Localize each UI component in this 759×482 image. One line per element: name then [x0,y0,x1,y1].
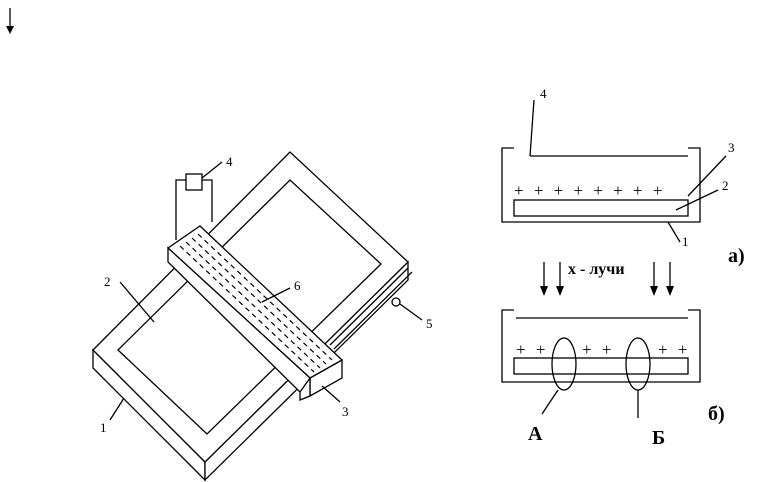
layer-b [513,357,689,375]
device-drawing [92,151,423,482]
region-b-label: Б [652,427,665,449]
roller-5 [391,297,401,307]
charges-b-left: + + [516,340,548,359]
label-2-left: 2 [104,274,111,289]
label-4-left: 4 [226,154,233,169]
dashed-lines [179,233,333,373]
caption-b: б) [708,403,725,425]
label-1-right: 1 [682,234,689,249]
label-1-left: 1 [100,420,107,435]
label-2-right: 2 [722,178,729,193]
arrow-icon [6,8,14,34]
charges-b-right: + + [658,340,690,359]
label-3-left: 3 [342,404,349,419]
label-6-left: 6 [294,278,301,293]
label-5-left: 5 [426,316,433,331]
label-3-right: 3 [728,140,735,155]
rail [329,267,409,346]
pipe-right [202,179,213,222]
container-b [501,309,701,418]
component-4-box [185,173,203,191]
charges-a: + + + + + + + + [514,181,665,200]
xray-arrows [540,262,674,296]
region-a-label: А [528,423,543,445]
charges-b-mid: + + [582,340,614,359]
label-4-right: 4 [540,86,547,101]
carriage-band-end [167,246,311,393]
container-a [501,99,727,243]
pipe-left [175,179,186,240]
caption-a: а) [728,245,745,267]
region-a-outline [551,337,577,391]
layer-2 [513,199,689,217]
xray-label: х - лучи [568,261,625,278]
